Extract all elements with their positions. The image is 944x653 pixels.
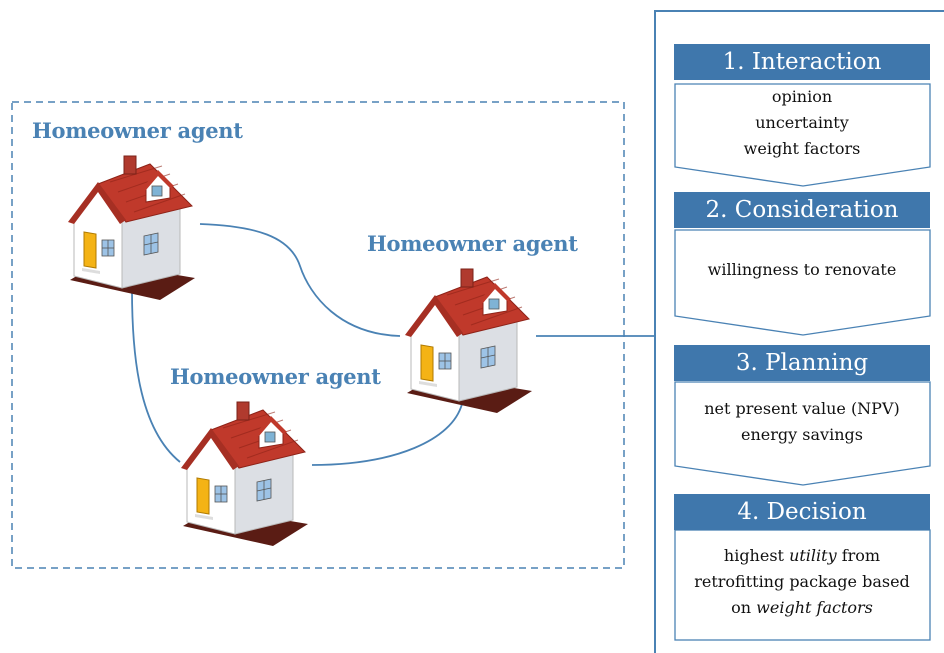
stage-planning-box	[674, 381, 931, 486]
stage-item: uncertainty	[755, 113, 849, 132]
stage-item: opinion	[771, 87, 833, 106]
stage-item: energy savings	[741, 425, 863, 444]
stage-item: willingness to renovate	[707, 260, 897, 279]
stage-decision-items: highest utility from retrofitting packag…	[674, 543, 930, 621]
house-icon	[404, 268, 533, 414]
stage-consideration-box	[674, 229, 931, 336]
line-emphasis: weight factors	[756, 598, 873, 617]
connection-house2-house3	[311, 403, 463, 466]
stage-item: net present value (NPV)	[704, 399, 900, 418]
stage-interaction-title: 1. Interaction	[674, 44, 930, 80]
stage-planning-title: 3. Planning	[674, 345, 930, 381]
agent-label-3: Homeowner agent	[170, 364, 381, 389]
stage-line: retrofitting package based	[674, 569, 930, 595]
process-panel-border	[654, 10, 944, 653]
line-text: retrofitting package based	[694, 572, 910, 591]
stage-line: highest utility from	[674, 543, 930, 569]
line-emphasis: utility	[789, 546, 837, 565]
stage-planning-items: net present value (NPV) energy savings	[674, 396, 930, 448]
stage-consideration-title: 2. Consideration	[674, 192, 930, 228]
stage-line: on weight factors	[674, 595, 930, 621]
agents-boundary	[11, 101, 625, 569]
house-icon	[67, 155, 196, 301]
house-icon	[180, 401, 309, 547]
line-text: highest	[723, 546, 790, 565]
connection-house1-house3	[131, 289, 181, 463]
stage-decision-title: 4. Decision	[674, 494, 930, 530]
connection-house1-house2	[199, 223, 401, 337]
agent-label-2: Homeowner agent	[367, 231, 578, 256]
agent-label-1: Homeowner agent	[32, 118, 243, 143]
stage-decision-box	[674, 529, 931, 641]
stage-interaction-items: opinion uncertainty weight factors	[674, 84, 930, 162]
stage-item: weight factors	[743, 139, 861, 158]
line-text: on	[731, 598, 757, 617]
stage-interaction-box	[674, 83, 931, 187]
stage-consideration-items: willingness to renovate	[674, 257, 930, 283]
line-text: from	[836, 546, 881, 565]
